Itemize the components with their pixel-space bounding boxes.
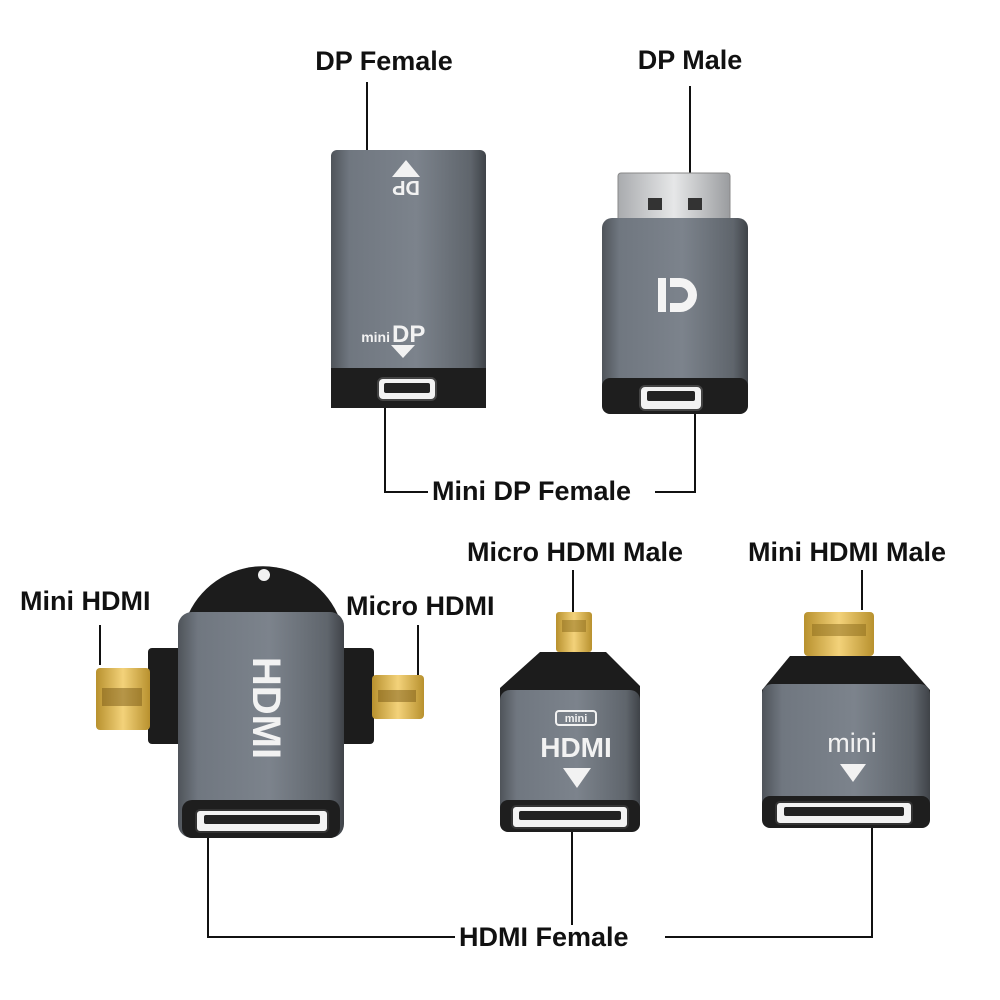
mini-dp-leader-right [655, 405, 696, 493]
hdmi-engraving: HDMI [540, 732, 612, 763]
dp-engraving: DP [392, 176, 420, 198]
mini-engraving: mini [827, 728, 877, 758]
mini-badge-text: mini [565, 713, 588, 725]
latch-slot-left [648, 198, 662, 210]
mini-engraving: mini [361, 329, 390, 345]
dp-engraving-bottom: DP [392, 321, 425, 348]
label-dp-female: DP Female [315, 46, 453, 76]
mini-hdmi-adapter: mini [762, 612, 930, 828]
arrow-down-icon [563, 768, 591, 788]
dp-male-adapter [602, 172, 748, 414]
displayport-logo-icon [658, 278, 697, 312]
mini-badge-icon [555, 710, 597, 726]
hdmi-female-leader-right [665, 825, 873, 938]
label-mini-dp-female: Mini DP Female [432, 476, 632, 506]
micro-hdmi-adapter: mini HDMI [500, 612, 640, 832]
two-in-one-adapter: HDMI [96, 566, 424, 838]
arrow-up-icon [392, 160, 420, 177]
dp-female-adapter: DP mini DP [331, 150, 486, 408]
label-micro-hdmi-male: Micro HDMI Male [466, 537, 684, 567]
label-mini-hdmi: Mini HDMI [20, 586, 151, 616]
arrow-down-icon [391, 345, 415, 358]
mini-dp-leader-left [384, 405, 428, 493]
label-mini-hdmi-male: Mini HDMI Male [747, 537, 947, 567]
leader-lines [99, 82, 873, 938]
label-dp-male: DP Male [637, 45, 743, 75]
lanyard-hole [258, 569, 270, 581]
hdmi-female-leader-left [207, 835, 455, 938]
arrow-down-icon [840, 764, 866, 782]
latch-slot-right [688, 198, 702, 210]
hdmi-engraving: HDMI [244, 657, 288, 759]
label-hdmi-female: HDMI Female [459, 922, 629, 952]
label-micro-hdmi: Micro HDMI [346, 591, 495, 621]
